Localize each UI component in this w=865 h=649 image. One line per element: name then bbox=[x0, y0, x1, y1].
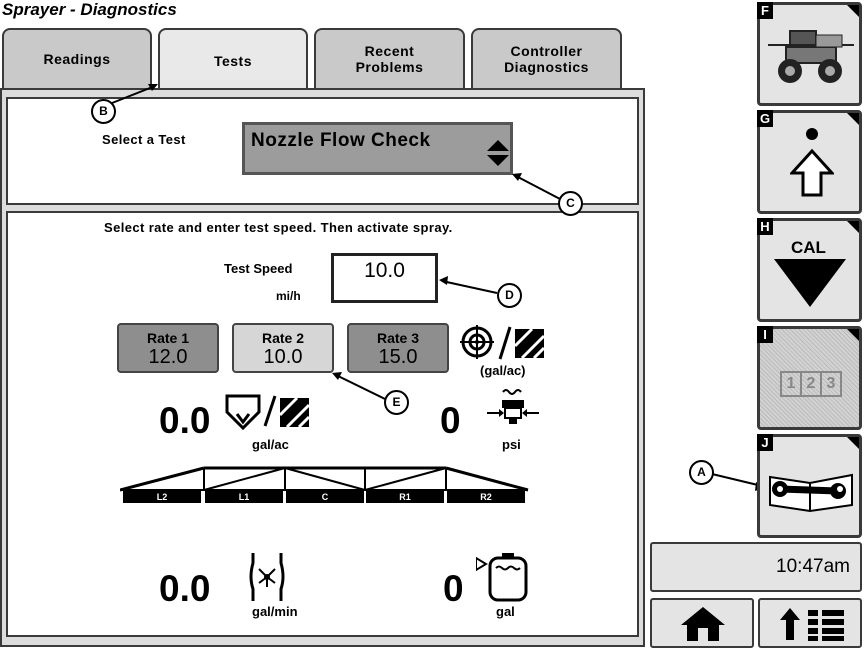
rate-2-button[interactable]: Rate 2 10.0 bbox=[232, 323, 334, 373]
instructions-text: Select rate and enter test speed. Then a… bbox=[104, 220, 453, 235]
rates-123-button[interactable]: I 1 2 3 bbox=[757, 326, 862, 430]
test-speed-label: Test Speed bbox=[224, 261, 293, 276]
tab-recent-problems[interactable]: Recent Problems bbox=[314, 28, 465, 88]
pressure-value: 0 bbox=[440, 400, 461, 441]
digit-3: 3 bbox=[822, 371, 842, 397]
corner-marker bbox=[847, 437, 859, 449]
shift-up-button[interactable]: G bbox=[757, 110, 862, 214]
tab-label: Readings bbox=[43, 51, 111, 67]
callout-b: B bbox=[91, 99, 116, 124]
tank-unit: gal bbox=[496, 604, 515, 619]
callout-a: A bbox=[689, 460, 714, 485]
nozzle-pressure-icon bbox=[487, 389, 539, 424]
softkey-i-label: I bbox=[757, 326, 773, 343]
flowmeter-icon bbox=[249, 553, 285, 601]
applied-rate-icon bbox=[225, 394, 311, 431]
callout-e: E bbox=[384, 390, 409, 415]
boom-section-l1: L1 bbox=[205, 491, 283, 503]
test-dropdown[interactable]: Nozzle Flow Check bbox=[242, 122, 513, 175]
test-panel bbox=[6, 211, 639, 637]
target-per-area-icon bbox=[460, 325, 546, 360]
rate-value: 12.0 bbox=[148, 346, 188, 368]
digit-1: 1 bbox=[780, 371, 802, 397]
menu-up-button[interactable] bbox=[758, 598, 862, 648]
tab-tests[interactable]: Tests bbox=[158, 28, 308, 92]
rate-name: Rate 1 bbox=[146, 330, 190, 346]
tab-readings[interactable]: Readings bbox=[2, 28, 152, 88]
clock-display: 10:47am bbox=[650, 542, 862, 592]
corner-marker bbox=[847, 113, 859, 125]
boom-diagram bbox=[120, 466, 529, 492]
softkey-j-label: J bbox=[757, 434, 773, 451]
boom-section-c: C bbox=[286, 491, 364, 503]
rates-123-icon: 1 2 3 bbox=[780, 371, 842, 397]
calibrate-button[interactable]: H CAL bbox=[757, 218, 862, 322]
tab-controller-diagnostics[interactable]: Controller Diagnostics bbox=[471, 28, 622, 88]
sprayer-machine-icon bbox=[768, 30, 854, 83]
select-test-label: Select a Test bbox=[102, 132, 186, 147]
pressure-unit: psi bbox=[502, 437, 521, 452]
rate-name: Rate 3 bbox=[376, 330, 420, 346]
tank-level-icon bbox=[476, 553, 528, 602]
home-icon bbox=[681, 607, 725, 641]
diagnostics-manual-button[interactable]: J bbox=[757, 434, 862, 538]
digit-2: 2 bbox=[802, 371, 822, 397]
callout-c: C bbox=[558, 191, 583, 216]
rate-3-button[interactable]: Rate 3 15.0 bbox=[347, 323, 449, 373]
test-speed-unit: mi/h bbox=[276, 289, 301, 303]
applied-rate-value: 0.0 bbox=[159, 400, 211, 441]
up-down-arrows-icon bbox=[487, 140, 509, 166]
flow-value: 0.0 bbox=[159, 568, 211, 609]
target-rate-unit: (gal/ac) bbox=[480, 363, 526, 378]
boom-section-l2: L2 bbox=[123, 491, 201, 503]
tab-label: Recent Problems bbox=[355, 43, 424, 75]
test-dropdown-value: Nozzle Flow Check bbox=[251, 130, 431, 151]
boom-section-r2: R2 bbox=[447, 491, 525, 503]
window-title: Sprayer - Diagnostics bbox=[2, 0, 177, 19]
cal-label: CAL bbox=[791, 238, 826, 257]
rate-1-button[interactable]: Rate 1 12.0 bbox=[117, 323, 219, 373]
boom-section-r1: R1 bbox=[366, 491, 444, 503]
softkey-g-label: G bbox=[757, 110, 773, 127]
applied-rate-unit: gal/ac bbox=[252, 437, 289, 452]
up-arrow-menu-icon bbox=[780, 608, 844, 641]
home-button[interactable] bbox=[650, 598, 754, 648]
callout-d: D bbox=[497, 283, 522, 308]
tab-label: Tests bbox=[213, 53, 253, 69]
shift-up-arrow-icon bbox=[790, 128, 834, 197]
rate-value: 15.0 bbox=[378, 346, 418, 368]
wrench-manual-icon bbox=[769, 473, 853, 513]
corner-marker bbox=[847, 5, 859, 17]
tank-value: 0 bbox=[443, 568, 464, 609]
corner-marker bbox=[847, 329, 859, 341]
rate-name: Rate 2 bbox=[261, 330, 305, 346]
softkey-h-label: H bbox=[757, 218, 773, 235]
rate-value: 10.0 bbox=[263, 346, 303, 368]
test-speed-input[interactable]: 10.0 bbox=[331, 253, 438, 303]
down-triangle-icon bbox=[774, 259, 846, 307]
sprayer-machine-button[interactable]: F bbox=[757, 2, 862, 106]
softkey-f-label: F bbox=[757, 2, 773, 19]
corner-marker bbox=[847, 221, 859, 233]
flow-unit: gal/min bbox=[252, 604, 298, 619]
tab-label: Controller Diagnostics bbox=[504, 43, 589, 75]
